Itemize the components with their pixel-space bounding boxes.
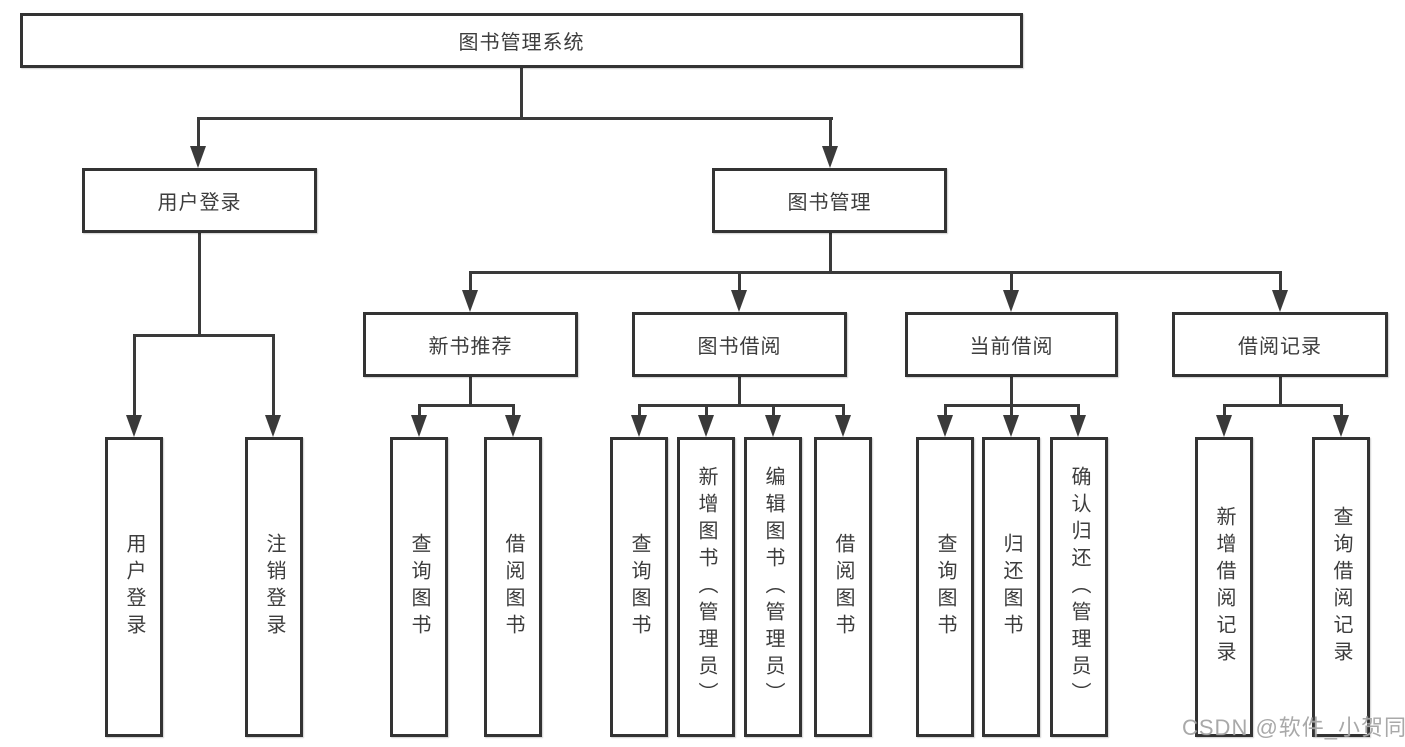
arrowhead-icon [1216, 415, 1232, 437]
leaf-user-login: 用户登录 [105, 437, 163, 737]
leaf-logout: 注销登录 [245, 437, 303, 737]
node-label: 查询图书 [934, 533, 956, 641]
node-label: 新书推荐 [428, 336, 513, 358]
connector-line [842, 404, 845, 420]
node-label: 查询图书 [628, 533, 650, 641]
arrowhead-icon [731, 290, 747, 312]
connector-line [133, 334, 136, 420]
connector-line [418, 404, 421, 420]
node-label: 借阅图书 [832, 533, 854, 641]
arrowhead-icon [411, 415, 427, 437]
node-label: 当前借阅 [969, 336, 1054, 358]
leaf-query-books: 查询图书 [916, 437, 974, 737]
node-label: 新增借阅记录 [1213, 506, 1235, 668]
node-label: 归还图书 [1000, 533, 1022, 641]
connector-line [197, 117, 200, 150]
leaf-query-books: 查询图书 [610, 437, 668, 737]
connector-line [198, 233, 201, 336]
connector-line [638, 404, 641, 420]
leaf-borrow-books: 借阅图书 [814, 437, 872, 737]
connector-line [469, 271, 1282, 274]
arrowhead-icon [631, 415, 647, 437]
node-root-library-system: 图书管理系统 [20, 13, 1023, 68]
node-borrow-records: 借阅记录 [1172, 312, 1388, 377]
arrowhead-icon [765, 415, 781, 437]
connector-line [133, 334, 275, 337]
connector-line [1279, 377, 1282, 407]
node-user-login: 用户登录 [82, 168, 317, 233]
leaf-query-borrow-record: 查询借阅记录 [1312, 437, 1370, 737]
connector-line [1077, 404, 1080, 420]
arrowhead-icon [1003, 290, 1019, 312]
connector-line [1223, 404, 1226, 420]
connector-line [197, 117, 833, 120]
node-label: 图书借阅 [697, 336, 782, 358]
connector-line [520, 68, 523, 118]
node-label: 注销登录 [263, 533, 285, 641]
connector-line [469, 271, 472, 296]
node-label: 图书管理 [787, 192, 872, 214]
connector-line [1010, 377, 1013, 407]
node-label: 图书管理系统 [458, 32, 585, 54]
connector-line [272, 334, 275, 420]
connector-line [705, 404, 708, 420]
node-label: 新增图书（管理员） [695, 465, 717, 709]
connector-line [944, 404, 947, 420]
connector-line [829, 117, 832, 150]
connector-line [1010, 404, 1013, 420]
node-new-book-recommend: 新书推荐 [363, 312, 578, 377]
connector-line [1223, 404, 1342, 407]
arrowhead-icon [462, 290, 478, 312]
csdn-watermark: CSDN @软件_小贺同学 [1182, 715, 1405, 740]
arrowhead-icon [265, 415, 281, 437]
node-label: 用户登录 [123, 533, 145, 641]
connector-line [738, 377, 741, 407]
connector-line [512, 404, 515, 420]
node-label: 确认归还（管理员） [1068, 465, 1090, 709]
connector-line [772, 404, 775, 420]
leaf-edit-books-admin: 编辑图书（管理员） [744, 437, 802, 737]
node-label: 借阅图书 [502, 533, 524, 641]
connector-line [1279, 271, 1282, 296]
node-book-borrow: 图书借阅 [632, 312, 847, 377]
leaf-confirm-return-admin: 确认归还（管理员） [1050, 437, 1108, 737]
node-label: 编辑图书（管理员） [762, 465, 784, 709]
arrowhead-icon [822, 146, 838, 168]
node-label: 用户登录 [157, 192, 242, 214]
connector-line [638, 404, 844, 407]
node-label: 借阅记录 [1238, 336, 1322, 358]
connector-line [1340, 404, 1343, 420]
arrowhead-icon [698, 415, 714, 437]
node-label: 查询图书 [408, 533, 430, 641]
arrowhead-icon [937, 415, 953, 437]
arrowhead-icon [1003, 415, 1019, 437]
connector-line [1010, 271, 1013, 296]
connector-line [829, 233, 832, 273]
leaf-add-borrow-record: 新增借阅记录 [1195, 437, 1253, 737]
node-label: 查询借阅记录 [1330, 506, 1352, 668]
arrowhead-icon [1272, 290, 1288, 312]
leaf-add-books-admin: 新增图书（管理员） [677, 437, 735, 737]
node-book-management: 图书管理 [712, 168, 947, 233]
connector-line [418, 404, 515, 407]
leaf-borrow-books: 借阅图书 [484, 437, 542, 737]
arrowhead-icon [126, 415, 142, 437]
arrowhead-icon [1070, 415, 1086, 437]
arrowhead-icon [1333, 415, 1349, 437]
connector-line [469, 377, 472, 407]
leaf-return-books: 归还图书 [982, 437, 1040, 737]
arrowhead-icon [190, 146, 206, 168]
connector-line [738, 271, 741, 296]
arrowhead-icon [505, 415, 521, 437]
node-current-borrow: 当前借阅 [905, 312, 1118, 377]
arrowhead-icon [835, 415, 851, 437]
leaf-query-books: 查询图书 [390, 437, 448, 737]
